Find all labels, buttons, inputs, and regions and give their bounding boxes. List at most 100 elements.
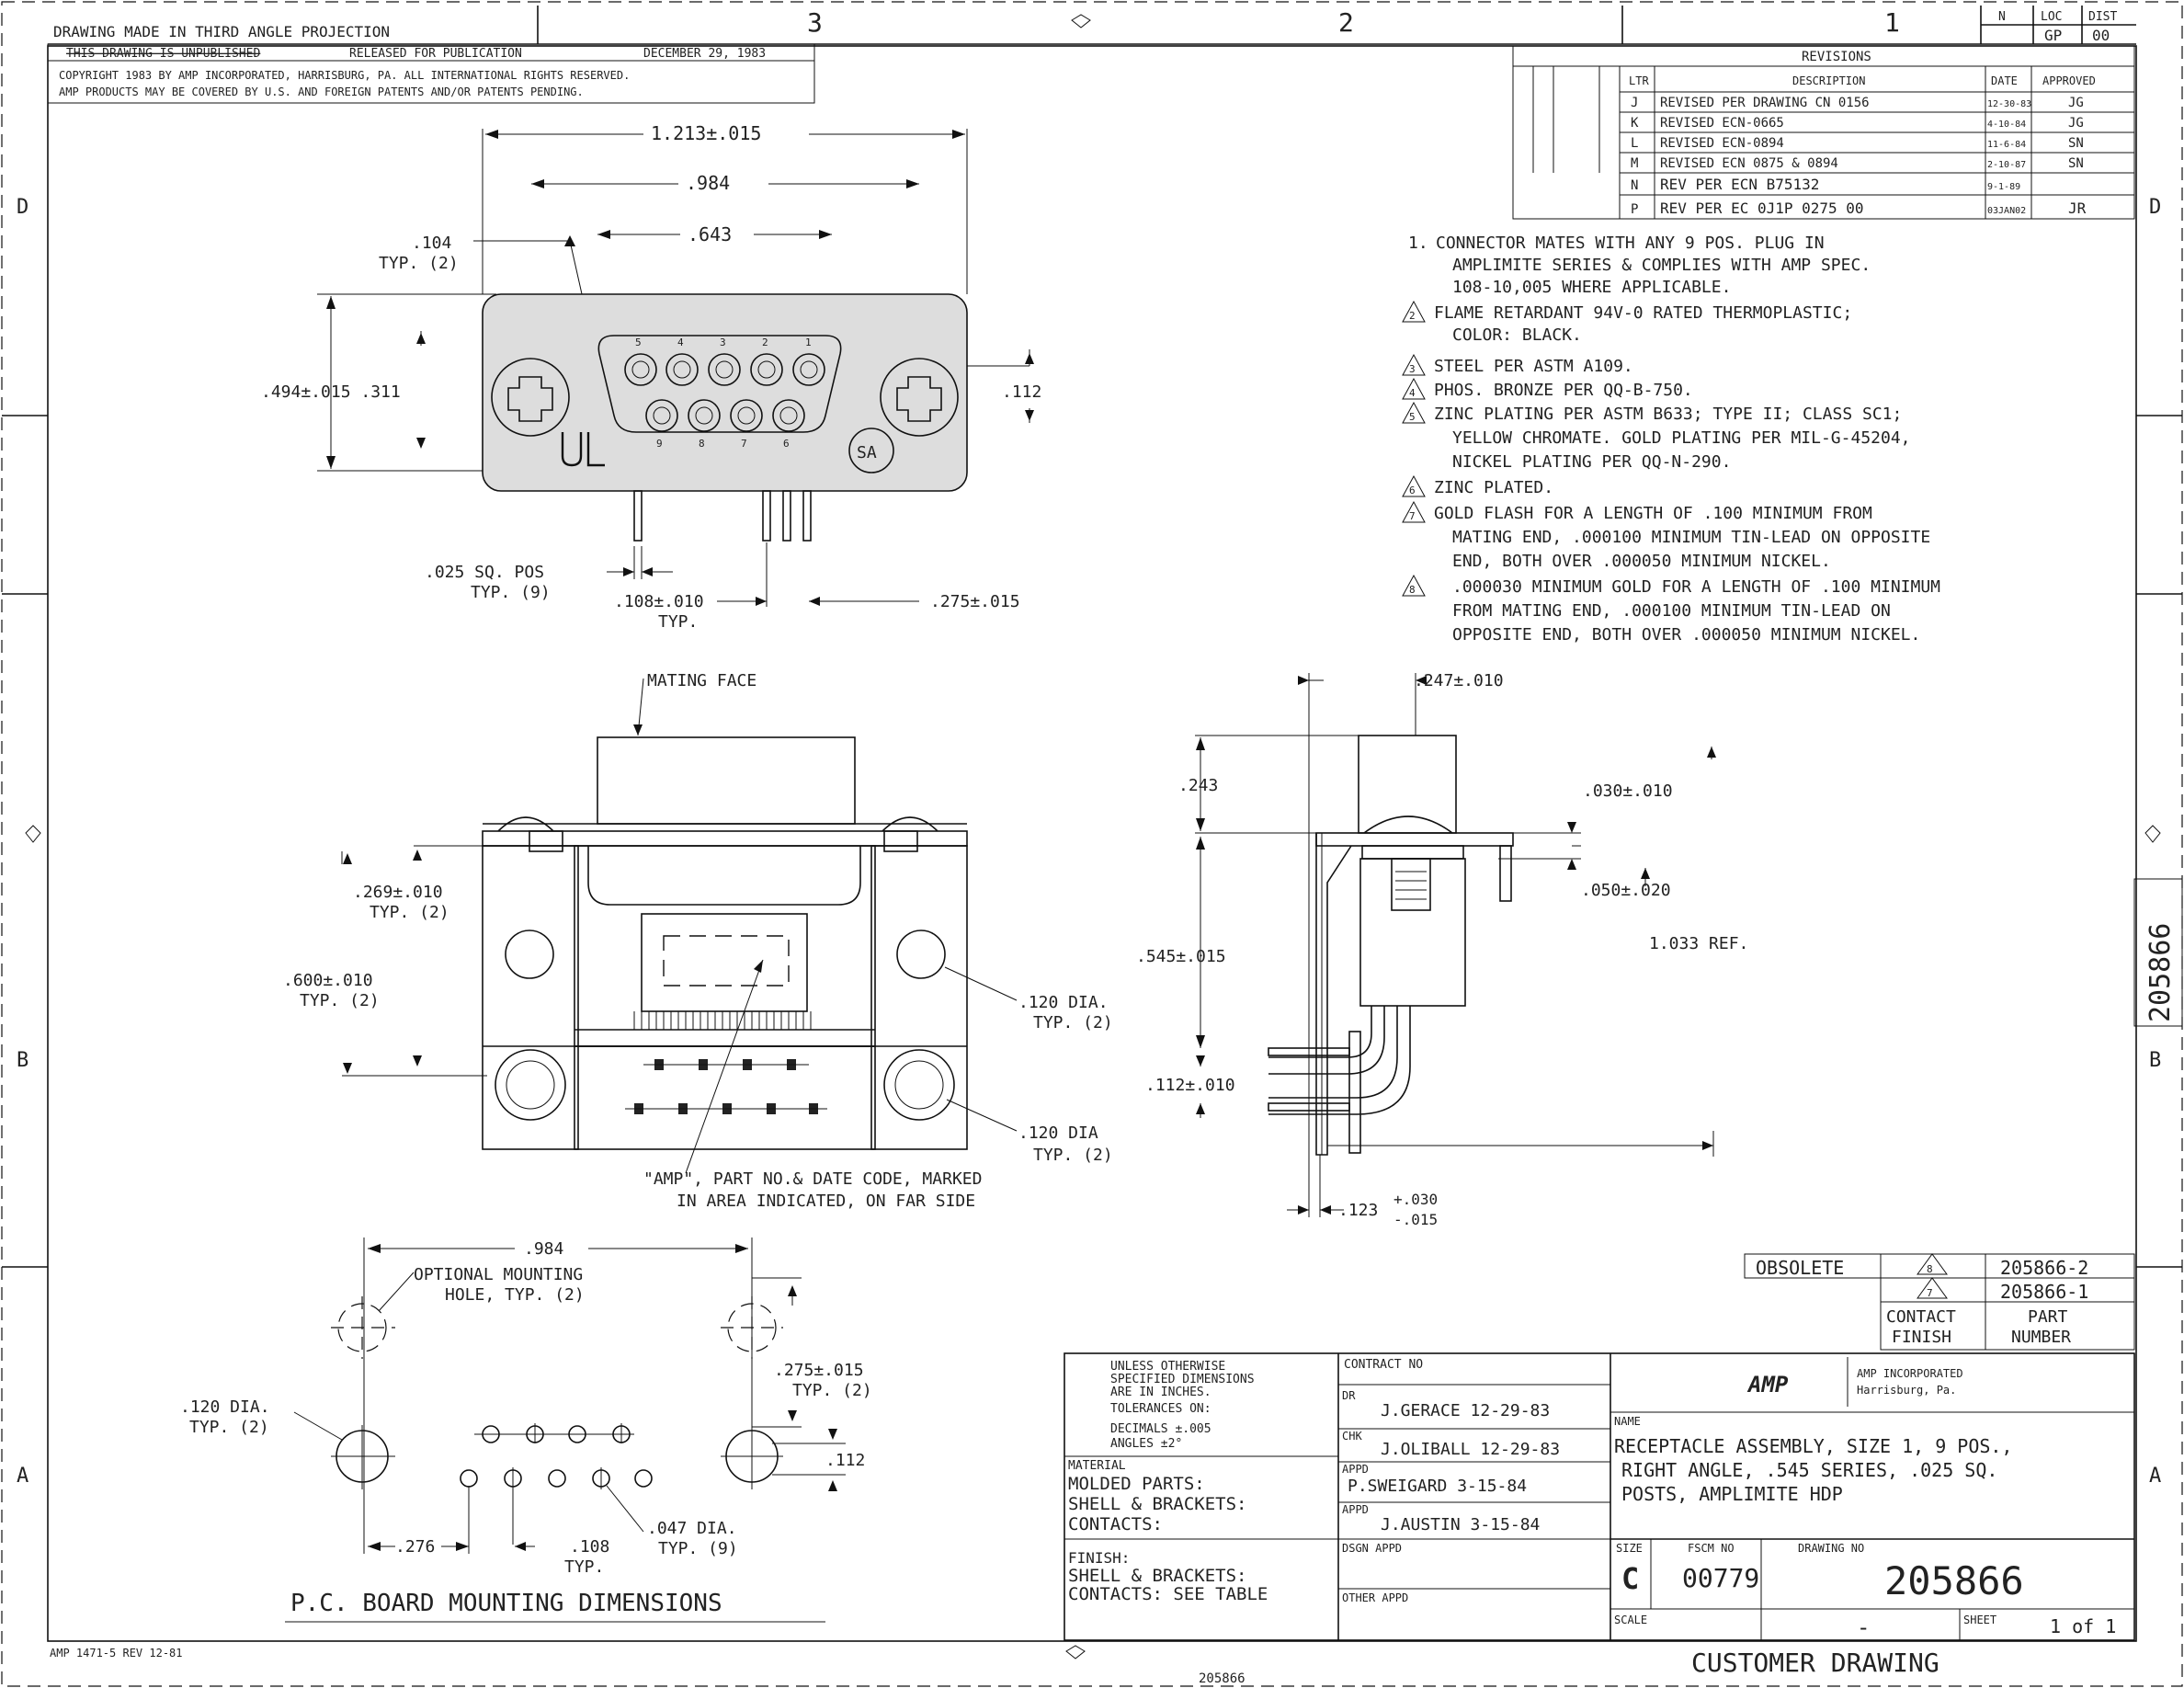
front-view: 1.213±.015 .984 .643 .104 TYP. (2) .494±… xyxy=(261,122,1041,632)
pin-holes-top xyxy=(624,353,825,386)
name-label: NAME xyxy=(1614,1415,1641,1428)
zone-left-d: D xyxy=(17,196,28,219)
table-row: M xyxy=(1631,156,1638,171)
ltr-label: N xyxy=(1998,10,2006,24)
bottom-view: MATING FACE xyxy=(283,671,1113,1211)
table-row: J xyxy=(1631,96,1638,110)
table-row: JG xyxy=(2068,116,2084,131)
finish-shell: SHELL & BRACKETS: xyxy=(1068,1566,1246,1586)
note-7-mark: 7 xyxy=(1409,510,1416,522)
copyright-line-1: COPYRIGHT 1983 BY AMP INCORPORATED, HARR… xyxy=(59,69,630,82)
pcb-dim-275: .275±.015 xyxy=(774,1361,864,1380)
note-8-line: OPPOSITE END, BOTH OVER .000050 MINIMUM … xyxy=(1452,625,1920,644)
marking-area xyxy=(663,935,790,987)
fscm-value: 00779 xyxy=(1682,1563,1759,1593)
marking-note-1: "AMP", PART NO.& DATE CODE, MARKED xyxy=(643,1169,982,1189)
note-6-line: ZINC PLATED. xyxy=(1434,478,1553,497)
note-2-mark: 2 xyxy=(1409,310,1416,322)
note-flag-icon xyxy=(1402,300,1426,323)
zone-right-b: B xyxy=(2149,1049,2161,1072)
finish-label: FINISH: xyxy=(1068,1549,1130,1567)
note-6-mark: 6 xyxy=(1409,485,1416,496)
contact-finish-label-1: CONTACT xyxy=(1886,1307,1956,1327)
rev-col-approved: APPROVED xyxy=(2042,74,2096,87)
dsgn-appd-label: DSGN APPD xyxy=(1342,1542,1402,1555)
zone-left-b: B xyxy=(17,1049,28,1072)
part-name-line-3: POSTS, AMPLIMITE HDP xyxy=(1621,1483,1843,1505)
part-number-2: 205866-2 xyxy=(2000,1257,2088,1279)
pin-number: 4 xyxy=(677,336,684,348)
obsolete-label: OBSOLETE xyxy=(1756,1257,1844,1279)
drawing-no-label: DRAWING NO xyxy=(1798,1542,1864,1555)
pin-number: 3 xyxy=(720,336,726,348)
pcb-dim-108-typ: TYP. xyxy=(564,1557,604,1577)
dim-post-typ: TYP. (9) xyxy=(471,583,551,602)
dim-overall-width: 1.213±.015 xyxy=(651,122,761,144)
side-drawing-number: 205866 xyxy=(2144,923,2177,1022)
material-shell: SHELL & BRACKETS: xyxy=(1068,1494,1246,1514)
table-row: K xyxy=(1631,116,1639,131)
table-row: JG xyxy=(2068,96,2084,110)
scale-label: SCALE xyxy=(1614,1614,1647,1626)
pcb-dim-047-typ: TYP. (9) xyxy=(658,1539,738,1558)
note-4-mark: 4 xyxy=(1409,387,1416,399)
contact-teeth xyxy=(574,1011,875,1031)
pcb-layout: .984 OPTIONAL MOUNTING HOLE, TYP. (2) .2… xyxy=(180,1237,872,1623)
note-5-line: NICKEL PLATING PER QQ-N-290. xyxy=(1452,452,1731,472)
side-dim-123-tol-bot: -.015 xyxy=(1393,1211,1438,1228)
side-dim-247: .247±.010 xyxy=(1414,671,1504,690)
zone-top-3: 3 xyxy=(807,7,823,38)
part-table xyxy=(1744,1253,2135,1351)
appd2-label: APPD xyxy=(1342,1503,1369,1516)
material-molded: MOLDED PARTS: xyxy=(1068,1474,1205,1494)
note-4-line: PHOS. BRONZE PER QQ-B-750. xyxy=(1434,381,1693,400)
amp-logo: AMP xyxy=(1746,1372,1789,1397)
dr-label: DR xyxy=(1342,1389,1356,1402)
footer-drawing-number: 205866 xyxy=(1199,1671,1246,1686)
finish-mark-8: 8 xyxy=(1927,1263,1933,1275)
csa-logo-icon: SA xyxy=(848,428,894,473)
table-row: 2-10-87 xyxy=(1987,160,2026,170)
part-number-1: 205866-1 xyxy=(2000,1281,2088,1303)
dim-600: .600±.010 xyxy=(283,971,373,990)
rev-col-date: DATE xyxy=(1991,74,2018,87)
copyright-line-2: AMP PRODUCTS MAY BE COVERED BY U.S. AND … xyxy=(59,86,584,98)
table-row: REV PER ECN B75132 xyxy=(1660,176,1819,193)
revisions-title: REVISIONS xyxy=(1802,50,1871,64)
part-name-line-2: RIGHT ANGLE, .545 SERIES, .025 SQ. xyxy=(1621,1459,1997,1481)
side-dim-243: .243 xyxy=(1178,776,1218,795)
approved-by: P.SWEIGARD 3-15-84 xyxy=(1348,1477,1527,1496)
note-2-line: FLAME RETARDANT 94V-0 RATED THERMOPLASTI… xyxy=(1434,303,1852,323)
d-sub-face xyxy=(597,335,842,433)
pcb-pins xyxy=(633,490,812,542)
tol-line-5: DECIMALS ±.005 xyxy=(1110,1422,1211,1436)
chk-label: CHK xyxy=(1342,1430,1362,1443)
pin-number: 7 xyxy=(741,438,747,450)
approved-by-2: J.AUSTIN 3-15-84 xyxy=(1381,1515,1540,1534)
release-date: DECEMBER 29, 1983 xyxy=(643,47,766,61)
table-row: REV PER EC 0J1P 0275 00 xyxy=(1660,200,1864,217)
dim-post: .025 SQ. POS xyxy=(425,563,544,582)
checked-by: J.OLIBALL 12-29-83 xyxy=(1381,1440,1560,1459)
table-row: N xyxy=(1631,178,1638,193)
note-5-line: ZINC PLATING PER ASTM B633; TYPE II; CLA… xyxy=(1434,405,1902,424)
table-row: 03JAN02 xyxy=(1987,206,2026,216)
fscm-label: FSCM NO xyxy=(1688,1542,1735,1555)
screw-left-icon xyxy=(491,358,570,437)
rev-col-desc: DESCRIPTION xyxy=(1792,74,1865,87)
zone-top-2: 2 xyxy=(1338,7,1354,38)
zone-right-a: A xyxy=(2149,1465,2161,1488)
company-city: Harrisburg, Pa. xyxy=(1857,1384,1956,1397)
appd-label: APPD xyxy=(1342,1463,1369,1476)
side-dim-050: .050±.020 xyxy=(1581,881,1671,900)
other-appd-label: OTHER APPD xyxy=(1342,1591,1408,1604)
note-flag-icon xyxy=(1402,500,1426,523)
pcb-posts-bottom xyxy=(625,1059,827,1114)
pcb-hole-pattern xyxy=(460,1423,653,1545)
pin-holes-bottom xyxy=(645,399,805,432)
unpublished-label: THIS DRAWING IS UNPUBLISHED xyxy=(66,47,260,61)
screw-right-icon xyxy=(880,358,959,437)
pin-number: 5 xyxy=(635,336,642,348)
